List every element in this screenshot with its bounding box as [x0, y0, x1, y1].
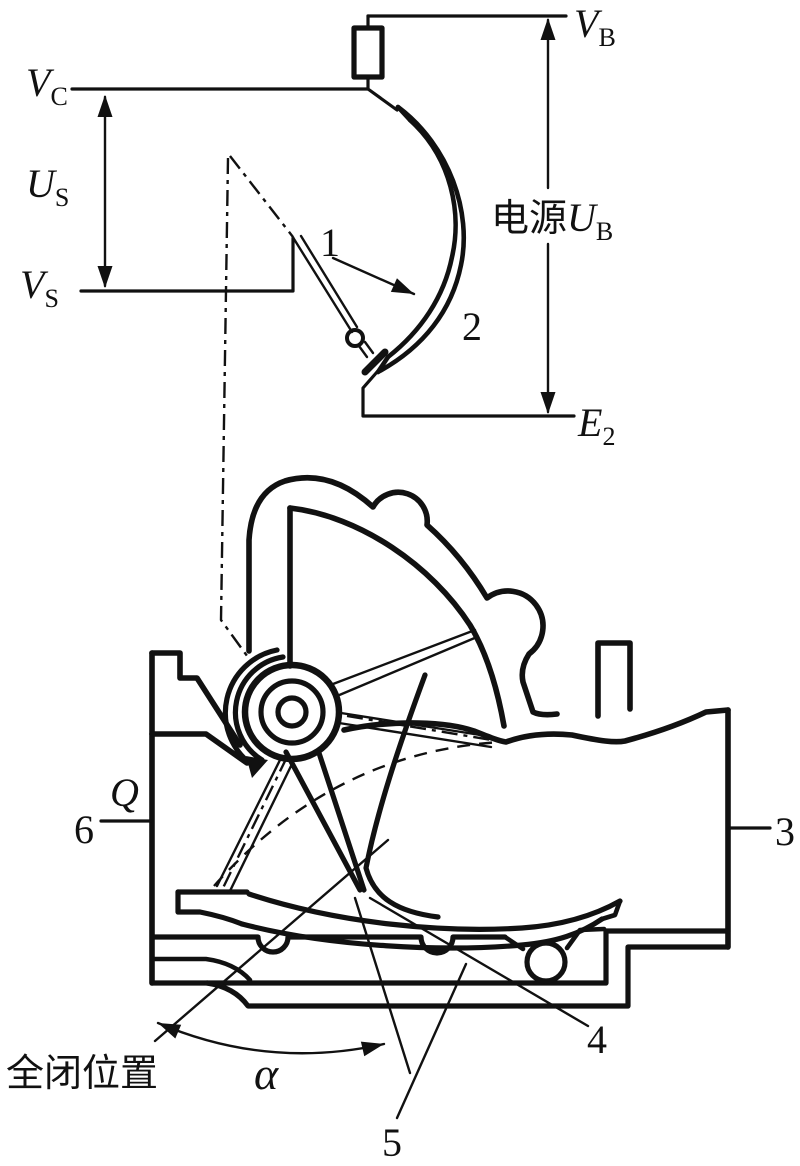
numbered-leaders: 4 5 — [368, 896, 607, 1165]
label-3: 3 — [775, 809, 795, 854]
wiper-pivot-circle — [345, 328, 365, 348]
housing-right: 3 — [595, 640, 795, 950]
label-closed-position: 全闭位置 — [6, 1053, 158, 1095]
throttle-shaft-hub — [222, 647, 343, 778]
callout-5-leader — [395, 962, 468, 1120]
label-6: 6 — [74, 807, 94, 852]
roller-link-left — [502, 934, 526, 952]
us-arrow-down — [97, 266, 113, 288]
alpha-arrow-left — [158, 1023, 182, 1039]
callout-4-leader — [368, 896, 590, 1028]
wiper-arm-edge-a — [292, 237, 354, 334]
base-upper-step — [150, 928, 731, 986]
spoke-upper-b — [335, 635, 479, 698]
lower-strips — [150, 889, 731, 1009]
shaft-middle-circle — [258, 678, 326, 746]
ub-arrow-up — [540, 18, 556, 40]
wire-e2 — [361, 370, 576, 418]
wiper-arm-schematic — [229, 155, 389, 376]
resistor-symbol — [351, 25, 385, 80]
left-boss-lower — [149, 731, 250, 766]
bore-wall-curve — [363, 672, 441, 920]
track-bottom-cap — [375, 354, 391, 375]
angle-annotation: α 全闭位置 — [6, 838, 412, 1099]
spring-coil-outer — [222, 647, 280, 767]
alpha-arrow-right — [360, 1041, 384, 1057]
wiper-travel-arc-dashed — [213, 740, 502, 887]
label-1: 1 — [320, 220, 340, 265]
closed-position-line — [153, 838, 390, 1043]
alpha-arc — [156, 1021, 386, 1055]
roller-circle — [524, 940, 568, 984]
current-position-line — [353, 896, 412, 1075]
label-5: 5 — [382, 1120, 402, 1165]
callout-1-arrowhead — [390, 278, 414, 294]
callout-wiper: 1 — [320, 220, 416, 296]
linkage-centerline-dashdot — [219, 157, 251, 661]
open-position-centerline — [346, 714, 505, 744]
ub-arrow-down — [540, 392, 556, 414]
label-vc: VC — [26, 60, 68, 111]
casting-top-surface — [341, 707, 731, 745]
lever-edge-left — [283, 749, 363, 893]
us-dimension: US — [26, 95, 113, 288]
sector-gear — [246, 474, 560, 729]
closed-arm-edge-a — [215, 758, 282, 888]
label-us: US — [26, 161, 69, 212]
track-outer-arc — [375, 104, 467, 375]
wiper-contact-bar — [361, 348, 389, 376]
label-alpha: α — [254, 1048, 279, 1099]
label-power-supply: 电源UB — [491, 195, 613, 246]
supply-dimension: 电源UB — [491, 18, 613, 414]
label-q: Q — [110, 770, 139, 815]
notched-plate — [150, 934, 508, 956]
track-inner-arc — [385, 117, 458, 360]
label-4: 4 — [587, 1017, 607, 1062]
wiper-link-b — [363, 340, 375, 355]
label-e2: E2 — [577, 400, 615, 451]
strip-right-cap — [599, 898, 623, 922]
closed-arm-edge-b — [227, 764, 293, 895]
sector-outer-edge — [246, 474, 560, 718]
roller-link-right — [564, 926, 607, 951]
wire-vs — [79, 236, 295, 293]
right-chimney — [595, 640, 633, 719]
flow-annotation: Q 6 — [74, 770, 153, 852]
reference-lines — [213, 714, 505, 895]
wiper-arm-edge-b — [299, 234, 359, 329]
left-shelf — [150, 956, 253, 983]
spoke-upper-a — [331, 628, 477, 686]
strip-top-curve — [246, 891, 623, 932]
sector-inner-arc — [287, 505, 507, 729]
throttle-body-mechanism: Q 6 — [6, 474, 795, 1165]
wiper-axis-dashdot — [229, 155, 294, 238]
spring-hook — [246, 756, 268, 778]
track-top-cap — [395, 104, 413, 123]
label-vs: VS — [20, 262, 59, 313]
label-vb: VB — [574, 1, 616, 52]
resistive-track — [375, 104, 467, 375]
shaft-center-circle — [275, 695, 309, 729]
left-boss-upper — [149, 650, 243, 748]
us-arrow-up — [97, 95, 113, 117]
spring-coil-inner — [232, 654, 286, 763]
resistor-lead — [366, 75, 399, 112]
housing-left — [149, 650, 250, 986]
shoe-bracket — [175, 889, 245, 927]
label-2: 2 — [462, 304, 482, 349]
sensor-circuit-schematic: 1 2 US 电源UB VB VC VS E2 — [20, 1, 616, 661]
closed-arm-centerline — [220, 756, 289, 891]
base-lower-step — [204, 944, 731, 1009]
wiper-link-a — [357, 344, 369, 359]
